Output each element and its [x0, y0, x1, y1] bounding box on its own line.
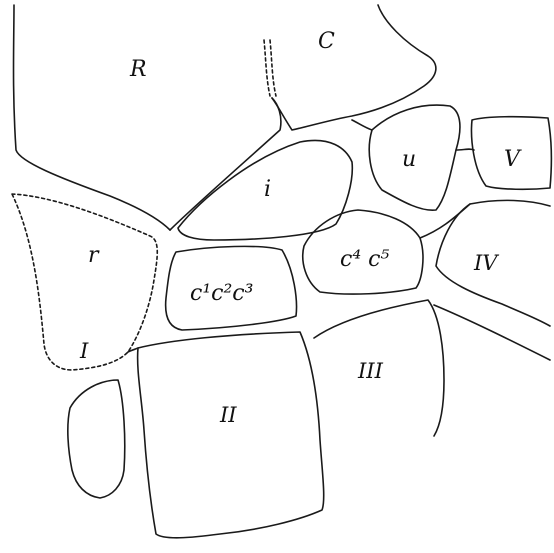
label-i: i — [264, 177, 271, 202]
ii-metacarpal-outline — [138, 332, 324, 538]
radius-outline — [14, 5, 171, 230]
label-II: II — [219, 403, 237, 427]
i-metacarpal-outline — [68, 380, 125, 498]
label-c45: c⁴ c⁵ — [340, 247, 389, 272]
label-I: I — [79, 339, 89, 363]
label-c123: c¹c²c³ — [190, 281, 253, 306]
label-r: r — [88, 243, 100, 268]
radius-lower-edge — [170, 98, 281, 230]
ulna-dash — [270, 40, 276, 96]
radius-top-edge — [264, 40, 270, 96]
label-III: III — [357, 359, 384, 383]
label-V: V — [504, 147, 522, 172]
label-IV: IV — [473, 251, 499, 275]
connector-line-mid — [456, 149, 474, 150]
label-u: u — [402, 147, 416, 172]
ulna-outline — [272, 5, 436, 130]
label-R: R — [129, 57, 147, 82]
connector-line-upper — [352, 120, 372, 130]
label-C: C — [318, 29, 335, 54]
outer-arc — [434, 305, 550, 360]
